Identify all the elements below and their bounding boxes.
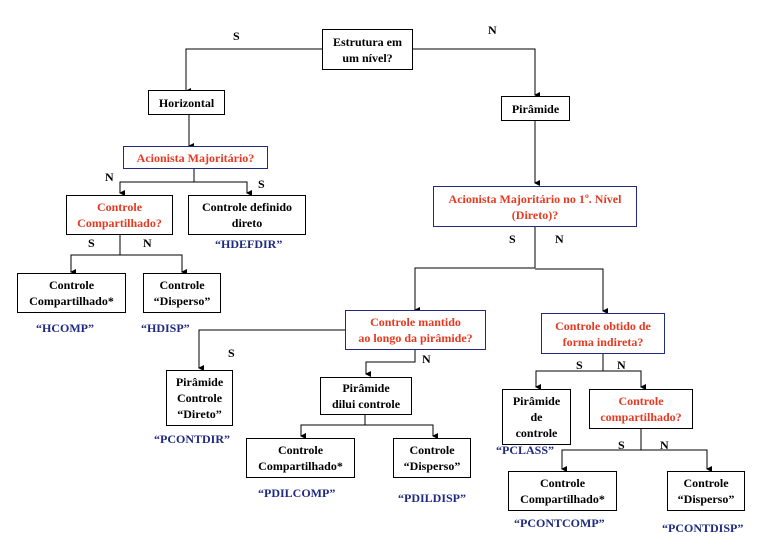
code-pclass: “PCLASS” [496,443,555,457]
branch-label-no: N [660,438,669,452]
node-label: Estrutura em um nível? [333,34,402,65]
node-label: Controle mantido ao longo da pirâmide? [358,315,473,345]
branch-label-no: N [105,170,114,184]
edge-comp2-pcontcomp [561,429,642,472]
node-acionista-primeiro-nivel: Acionista Majoritário no 1º. Nível (Dire… [433,186,637,227]
code-hdisp: “HDISP” [141,321,190,335]
node-piramide-dilui-controle: Pirâmide dilui controle [320,377,412,415]
edge-mantido-dilui [365,349,416,377]
edge-root-piramide [413,48,540,98]
edge-comp-hcomp [70,234,121,275]
edge-mantido-direto [198,329,345,371]
node-estrutura-um-nivel: Estrutura em um nível? [322,29,413,70]
edge-comp2-pcontdisp [641,449,712,472]
node-controle-mantido: Controle mantido ao longo da pirâmide? [345,310,486,350]
node-controle-definido-direto: Controle definido direto [188,195,306,235]
edge-dilui-disp [365,424,438,439]
code-pcontdir: “PCONTDIR” [154,432,231,446]
branch-label-yes: S [576,358,583,372]
branch-label-yes: S [88,236,95,250]
code-pcontcomp: “PCONTCOMP” [514,516,605,530]
node-pdil-disperso: Controle “Disperso” [393,438,471,478]
node-label: Horizontal [158,95,215,110]
node-label: Controle obtido de forma indireta? [555,318,651,349]
edge-indireta-comp2 [603,370,646,390]
node-pcont-compartilhado: Controle Compartilhado* [508,471,617,511]
node-label: Controle “Disperso” [403,443,461,473]
edge-comp-hdisp [120,254,187,275]
edge-acionistap-mantido [414,267,535,313]
node-label: Pirâmide Controle “Direto” [175,375,224,421]
node-label: Controle “Disperso” [677,476,735,506]
edge-acionista-def [194,181,252,196]
node-label: Controle “Disperso” [153,278,211,308]
node-label: Controle Compartilhado? [77,200,162,230]
branch-label-yes: S [228,346,235,360]
code-pcontdisp: “PCONTDISP” [662,521,744,535]
node-controle-obtido-indireta: Controle obtido de forma indireta? [541,313,665,354]
node-label: Controle Compartilhado* [29,278,114,308]
branch-label-yes: S [233,29,240,43]
node-label: Acionista Majoritário? [136,150,255,165]
branch-label-yes: S [258,177,265,191]
node-label: Controle compartilhado? [600,394,682,424]
node-acionista-majoritario: Acionista Majoritário? [123,146,268,169]
branch-label-yes: S [509,232,516,246]
code-hcomp: “HCOMP” [36,321,94,335]
branch-label-no: N [617,358,626,372]
node-h-disperso: Controle “Disperso” [143,273,221,313]
code-pdilcomp: “PDILCOMP” [258,486,336,500]
node-piramide-de-controle: Pirâmide de controle [502,389,571,445]
node-label: Acionista Majoritário no 1º. Nível (Dire… [448,191,622,222]
node-label: Controle Compartilhado* [258,443,343,473]
node-label: Pirâmide de controle [512,394,561,440]
edge-acionista-comp [119,168,195,196]
branch-label-no: N [555,232,564,246]
branch-label-no: N [422,352,431,366]
branch-label-no: N [143,236,152,250]
node-label: Controle Compartilhado* [520,476,605,506]
edge-root-horizontal [185,48,322,94]
branch-label-no: N [488,23,497,37]
node-pdil-compartilhado: Controle Compartilhado* [246,438,355,478]
code-hdefdir: “HDEFDIR” [215,237,283,251]
code-pdildisp: “PDILDISP” [398,491,467,505]
node-piramide-controle-direto: Pirâmide Controle “Direto” [166,370,233,426]
node-piramide: Pirâmide [501,96,570,121]
node-label: Controle definido direto [201,200,293,230]
node-label: Pirâmide [511,101,560,116]
node-pcont-disperso: Controle “Disperso” [667,471,745,511]
edge-indireta-pclass [535,370,603,390]
edge-dilui-comp [300,414,366,439]
edge-acionistap-indireta [535,268,608,314]
node-horizontal: Horizontal [148,90,225,115]
node-h-compartilhado: Controle Compartilhado* [17,273,126,313]
node-label: Pirâmide dilui controle [331,381,401,411]
node-controle-compartilhado-q2: Controle compartilhado? [589,389,693,429]
branch-label-yes: S [618,438,625,452]
node-controle-compartilhado-q: Controle Compartilhado? [66,195,173,235]
